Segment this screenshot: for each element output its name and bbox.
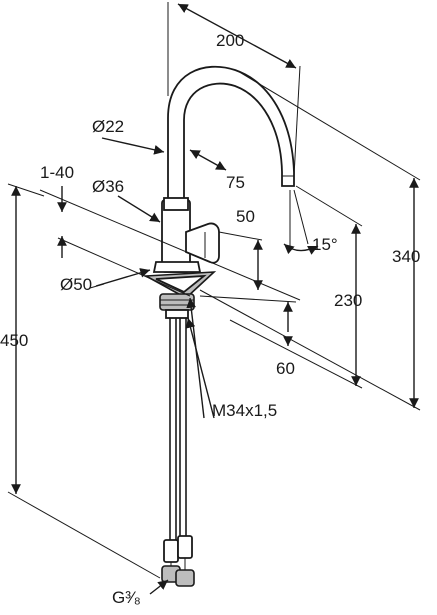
dim-200: 200 bbox=[167, 2, 301, 177]
dim-thread: M34x1,5 bbox=[185, 297, 277, 420]
label-d50: Ø50 bbox=[60, 275, 92, 294]
hose-nut-right bbox=[175, 569, 195, 587]
hose-fitting-left bbox=[163, 539, 179, 563]
dim-60: 60 bbox=[199, 295, 297, 378]
label-15-deg: 15° bbox=[312, 235, 338, 254]
mount-plate-inner bbox=[155, 274, 207, 294]
dim-50: 50 bbox=[218, 207, 263, 290]
mounting-nut bbox=[159, 293, 195, 311]
label-340: 340 bbox=[392, 247, 420, 266]
label-1-40: 1-40 bbox=[40, 163, 74, 182]
collar bbox=[163, 197, 189, 211]
threaded-shank bbox=[165, 309, 189, 319]
dim-75: 75 bbox=[189, 149, 245, 192]
dim-1-40: 1-40 bbox=[39, 163, 301, 301]
label-d22: Ø22 bbox=[92, 117, 124, 136]
label-450: 450 bbox=[0, 331, 28, 350]
label-50: 50 bbox=[236, 207, 255, 226]
label-75: 75 bbox=[226, 173, 245, 192]
label-200: 200 bbox=[216, 31, 244, 50]
dim-340: 340 bbox=[199, 69, 420, 411]
label-230: 230 bbox=[334, 291, 362, 310]
label-d36: Ø36 bbox=[92, 177, 124, 196]
label-connector: G³⁄₈ bbox=[112, 588, 141, 607]
label-60: 60 bbox=[276, 359, 295, 378]
dim-d36: Ø36 bbox=[92, 177, 161, 223]
dim-230: 230 bbox=[229, 185, 362, 389]
dim-d22: Ø22 bbox=[92, 117, 165, 155]
faucet-base bbox=[152, 261, 202, 273]
dim-d50: Ø50 bbox=[60, 268, 151, 294]
dim-15-deg: 15° bbox=[283, 189, 338, 255]
supply-hoses bbox=[161, 318, 195, 587]
dim-connector: G³⁄₈ bbox=[112, 579, 169, 607]
lever-handle bbox=[185, 222, 220, 264]
hose-fitting-right bbox=[177, 535, 193, 559]
dim-450: 450 bbox=[0, 183, 161, 579]
label-thread: M34x1,5 bbox=[212, 401, 277, 420]
faucet-body bbox=[143, 65, 295, 319]
